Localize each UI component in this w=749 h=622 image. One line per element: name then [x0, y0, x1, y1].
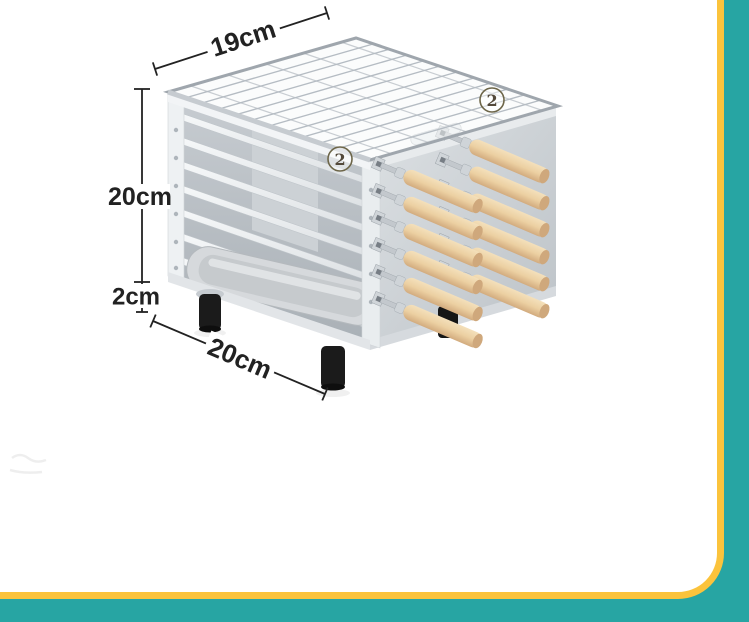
dimension-bottom-width: 20cm: [149, 314, 329, 401]
callout-badge: 2: [479, 87, 505, 113]
grill-grate: [162, 36, 564, 163]
skewer-rack-front: [370, 156, 483, 349]
body-height-label: 20cm: [108, 183, 172, 211]
callout-badge: 2: [327, 146, 353, 172]
dimension-leg-height: 2cm: [112, 282, 162, 313]
callout-badge-number: 2: [334, 150, 345, 169]
dimension-body-height: 20cm: [108, 88, 172, 283]
leg-height-label: 2cm: [112, 283, 160, 310]
watermark: [9, 453, 47, 474]
skewer: [370, 210, 483, 268]
grill-leg-front-center: [316, 346, 350, 397]
skewer: [370, 183, 483, 241]
bottom-width-label: 20cm: [203, 331, 276, 385]
callout-badge-number: 2: [486, 91, 497, 110]
skewer: [370, 156, 483, 214]
skewer: [370, 237, 483, 295]
skewer: [370, 264, 483, 322]
grill-leg-front-left: [194, 289, 226, 337]
skewer: [434, 152, 550, 211]
drip-tray: [186, 246, 380, 326]
top-width-label: 19cm: [207, 14, 280, 63]
skewer: [370, 291, 483, 349]
